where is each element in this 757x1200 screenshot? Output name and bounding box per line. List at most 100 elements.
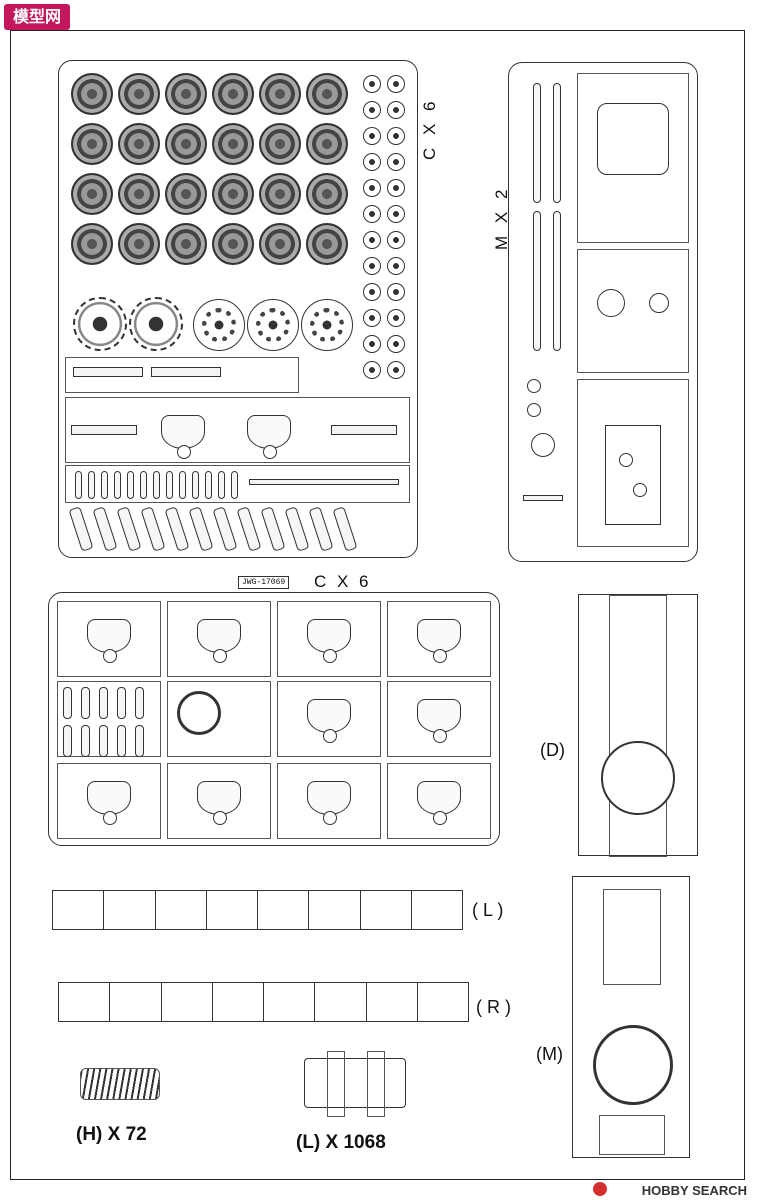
hobby-search-icon [593, 1182, 607, 1196]
road-wheel [306, 123, 348, 165]
suspension-arm [140, 506, 166, 552]
track-link-l-quantity-label: (L) X 1068 [296, 1132, 386, 1153]
road-wheel [118, 223, 160, 265]
small-suspension-arm [117, 725, 126, 757]
hull-m-engine-deck [603, 889, 661, 985]
part-m-label: (M) [536, 1044, 563, 1064]
road-wheel [212, 123, 254, 165]
return-roller [363, 257, 381, 275]
bogie-cell [167, 681, 271, 757]
part-d-label: (D) [540, 740, 565, 760]
small-suspension-arm [81, 725, 90, 757]
bogie-cell [57, 763, 161, 839]
drive-sprocket-2 [129, 297, 183, 351]
suspension-bogie [191, 777, 247, 825]
road-wheel [306, 173, 348, 215]
suspension-arm [188, 506, 214, 552]
hatch-3-panel [605, 425, 661, 525]
suspension-bogie [81, 777, 137, 825]
suspension-bogie [191, 615, 247, 663]
sprue-m-rod-4 [553, 211, 561, 351]
track-link-bar-2 [151, 367, 221, 377]
return-roller [387, 361, 405, 379]
road-wheel [212, 223, 254, 265]
sprue-c-quantity-label: C X 6 [420, 97, 439, 160]
sprue-m-knob-1 [527, 379, 541, 393]
return-roller [363, 309, 381, 327]
sprue-m-knob-2 [527, 403, 541, 417]
road-wheel [306, 223, 348, 265]
bogie-hub-ring [177, 691, 221, 735]
spring-h-quantity-label: (H) X 72 [76, 1124, 147, 1145]
track-pin [179, 471, 186, 499]
bogie-cell [387, 681, 491, 757]
side-plate-segment [416, 982, 469, 1022]
hatch-3-bolt-1 [619, 453, 633, 467]
suspension-bar-2 [331, 425, 397, 435]
instruction-frame [10, 30, 745, 1180]
return-roller [387, 179, 405, 197]
small-suspension-arm [117, 687, 126, 719]
sprue-m-cupola [531, 433, 555, 457]
hull-part-m [572, 876, 690, 1158]
side-plate-segment [263, 982, 316, 1022]
side-plate-segment [109, 982, 162, 1022]
side-plate-segment [365, 982, 418, 1022]
return-roller [363, 283, 381, 301]
hatch-3-bolt-2 [633, 483, 647, 497]
track-link-guide-1 [327, 1051, 345, 1117]
small-suspension-arm [135, 725, 144, 757]
hull-d-turret-ring [601, 741, 675, 815]
road-wheel [259, 123, 301, 165]
idler-wheel-1 [193, 299, 245, 351]
drive-sprocket-1 [73, 297, 127, 351]
hull-d-center-strip [609, 595, 667, 857]
suspension-bogie [411, 615, 467, 663]
sprue-m-rod-3 [533, 211, 541, 351]
return-roller [387, 153, 405, 171]
road-wheel [118, 123, 160, 165]
bogie-cell [167, 763, 271, 839]
return-roller [387, 101, 405, 119]
side-plate-segment [52, 890, 105, 930]
road-wheel [71, 73, 113, 115]
hull-m-front-plate [599, 1115, 665, 1155]
track-link-guide-2 [367, 1051, 385, 1117]
sprue-m-rod-2 [553, 83, 561, 203]
hatch-2-port-round [649, 293, 669, 313]
track-pin [153, 471, 160, 499]
hatch-1-opening [597, 103, 669, 175]
suspension-spring-h [80, 1068, 160, 1100]
bogie-cell [277, 681, 381, 757]
road-wheel [165, 173, 207, 215]
track-pin [166, 471, 173, 499]
track-pin [192, 471, 199, 499]
side-plate-r-label: ( R ) [476, 997, 511, 1017]
return-roller [387, 127, 405, 145]
sprue-m [508, 62, 698, 562]
suspension-bogie [411, 777, 467, 825]
small-suspension-arm [63, 687, 72, 719]
bogie-cell [387, 601, 491, 677]
sprue-c-bottom [48, 592, 500, 846]
sprue-m-quantity-label: M X 2 [492, 185, 511, 250]
torsion-bar [249, 479, 399, 485]
road-wheel [212, 173, 254, 215]
suspension-arm [164, 506, 190, 552]
track-link-bar-1 [73, 367, 143, 377]
side-plate-segment [211, 982, 264, 1022]
suspension-bogie [301, 695, 357, 743]
suspension-arm [68, 506, 94, 552]
sprue-c-part-tag: JWG-17069 [238, 576, 290, 589]
suspension-bogie [301, 615, 357, 663]
side-plate-segment [205, 890, 258, 930]
idler-wheel-2 [247, 299, 299, 351]
road-wheel [118, 73, 160, 115]
sprue-m-hatch-1 [577, 73, 689, 243]
track-pin [88, 471, 95, 499]
return-roller [363, 205, 381, 223]
bogie-cell [277, 601, 381, 677]
road-wheel [306, 73, 348, 115]
side-plate-segment [359, 890, 412, 930]
return-roller [363, 101, 381, 119]
